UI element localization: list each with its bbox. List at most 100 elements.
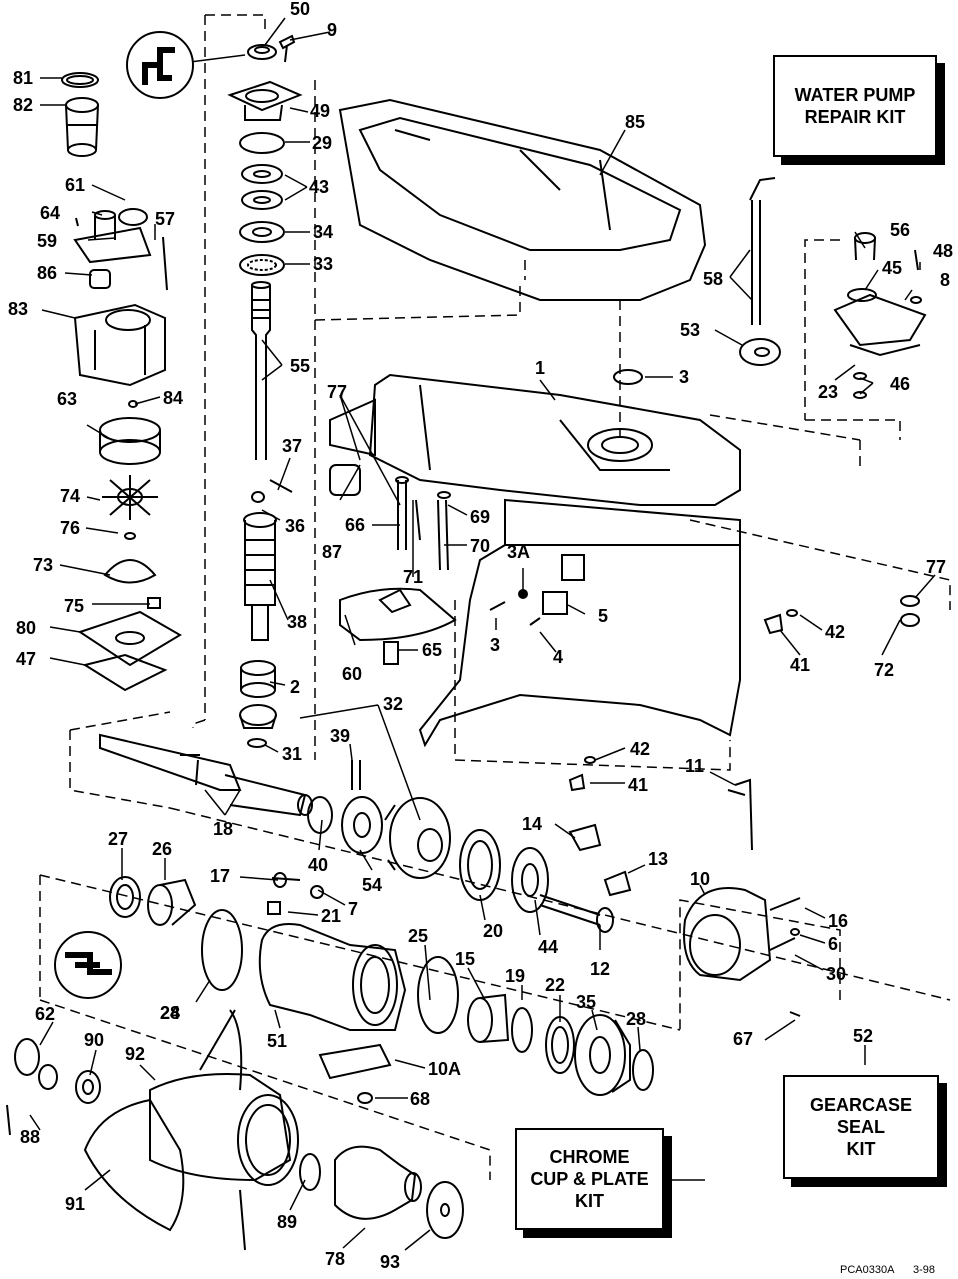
callout-label: 27	[108, 829, 129, 849]
callout-label: 50	[290, 0, 311, 19]
callout-label: 82	[13, 95, 34, 115]
callout-label: 43	[309, 177, 330, 197]
callout-label: 8	[940, 270, 951, 290]
callout-label: 61	[65, 175, 86, 195]
callout-label: 48	[933, 241, 954, 261]
callout-label: 15	[455, 949, 476, 969]
callout-label: 4	[553, 647, 564, 667]
callout-label: 87	[322, 542, 343, 562]
callout-label: 66	[345, 515, 366, 535]
callout-label: 65	[422, 640, 443, 660]
callout-label: 62	[35, 1004, 56, 1024]
callout-label: 13	[648, 849, 669, 869]
callout-label: 12	[590, 959, 611, 979]
callout-label: 24	[160, 1003, 181, 1023]
callout-label: 44	[538, 937, 559, 957]
callout-label: 42	[825, 622, 846, 642]
gearcase-seal-kit-box: GEARCASE SEAL KIT	[783, 1075, 939, 1179]
callout-label: 47	[16, 649, 37, 669]
chrome-cup-plate-kit-box: CHROME CUP & PLATE KIT	[515, 1128, 664, 1230]
callout-label: 81	[13, 68, 34, 88]
callout-label: 33	[313, 254, 334, 274]
callout-label: 57	[155, 209, 176, 229]
chrome-cup-kit-line-3: KIT	[574, 1191, 604, 1211]
callout-label: 3	[490, 635, 501, 655]
callout-label: 14	[522, 814, 543, 834]
callout-label: 28	[160, 1003, 181, 1023]
callout-label: 22	[545, 975, 566, 995]
callout-label: 25	[408, 926, 429, 946]
callout-label: 92	[125, 1044, 146, 1064]
callout-label: 51	[267, 1031, 288, 1051]
leader-lines	[29, 17, 936, 1251]
callout-label: 69	[470, 507, 491, 527]
callout-label: 1	[535, 358, 546, 378]
callout-label: 84	[163, 388, 184, 408]
drawing-date: 3-98	[913, 1264, 936, 1276]
callout-label: 75	[64, 596, 85, 616]
callout-label: 31	[282, 744, 303, 764]
callout-label: 23	[818, 382, 839, 402]
callout-label: 39	[330, 726, 351, 746]
callout-label: 9	[327, 20, 338, 40]
callout-label: 72	[874, 660, 895, 680]
callout-label: 41	[628, 775, 649, 795]
callout-label: 3	[679, 367, 690, 387]
callout-label: 18	[213, 819, 234, 839]
callout-label: 10	[690, 869, 711, 889]
callout-label: 55	[290, 356, 311, 376]
callout-label: 32	[383, 694, 404, 714]
callout-label: 10A	[428, 1059, 462, 1079]
callout-label: 54	[362, 875, 383, 895]
callout-label: 20	[483, 921, 504, 941]
callout-label: 59	[37, 231, 58, 251]
callout-label: 70	[470, 536, 491, 556]
callout-label: 16	[828, 911, 849, 931]
callout-label: 71	[403, 567, 424, 587]
callout-label: 89	[277, 1212, 298, 1232]
callout-label: 46	[890, 374, 911, 394]
callout-label: 53	[680, 320, 701, 340]
gearcase-seal-kit-line-3: KIT	[846, 1139, 876, 1159]
callout-label: 83	[8, 299, 29, 319]
water-pump-repair-kit-box: WATER PUMP REPAIR KIT	[773, 55, 937, 157]
callout-label: 90	[84, 1030, 105, 1050]
callout-label: 56	[890, 220, 911, 240]
callout-label: 26	[152, 839, 173, 859]
callout-label: 7	[348, 899, 359, 919]
callout-label: 40	[308, 855, 329, 875]
drawing-code: PCA0330A	[840, 1264, 895, 1276]
callout-label: 58	[703, 269, 724, 289]
callout-label: 80	[16, 618, 37, 638]
callout-label: 49	[310, 101, 331, 121]
callout-label: 73	[33, 555, 54, 575]
callout-label: 91	[65, 1194, 86, 1214]
assembly-guide-lines	[39, 14, 951, 1180]
callout-label: 60	[342, 664, 363, 684]
callout-label: 2	[290, 677, 301, 697]
callout-label: 78	[325, 1249, 346, 1269]
gearcase-seal-kit-line-2: SEAL	[836, 1117, 885, 1137]
callout-label: 52	[853, 1026, 874, 1046]
callout-label: 74	[60, 486, 81, 506]
callout-label: 35	[576, 992, 597, 1012]
water-pump-kit-line-1: WATER PUMP	[794, 85, 916, 105]
callout-label: 3A	[507, 542, 531, 562]
callout-label: 77	[926, 557, 947, 577]
callout-label: 67	[733, 1029, 754, 1049]
callout-label: 68	[410, 1089, 431, 1109]
callout-label: 38	[287, 612, 308, 632]
callout-label: 29	[312, 133, 333, 153]
chrome-cup-kit-line-1: CHROME	[549, 1147, 630, 1167]
callout-label: 45	[882, 258, 903, 278]
callout-label: 19	[505, 966, 526, 986]
callout-label: 17	[210, 866, 231, 886]
callout-label: 28	[626, 1009, 647, 1029]
callout-label: 37	[282, 436, 303, 456]
callout-label: 11	[685, 756, 705, 776]
callout-label: 76	[60, 518, 81, 538]
callout-label: 64	[40, 203, 61, 223]
callout-label: 77	[327, 382, 348, 402]
callout-label: 93	[380, 1252, 401, 1272]
callout-label: 85	[625, 112, 646, 132]
